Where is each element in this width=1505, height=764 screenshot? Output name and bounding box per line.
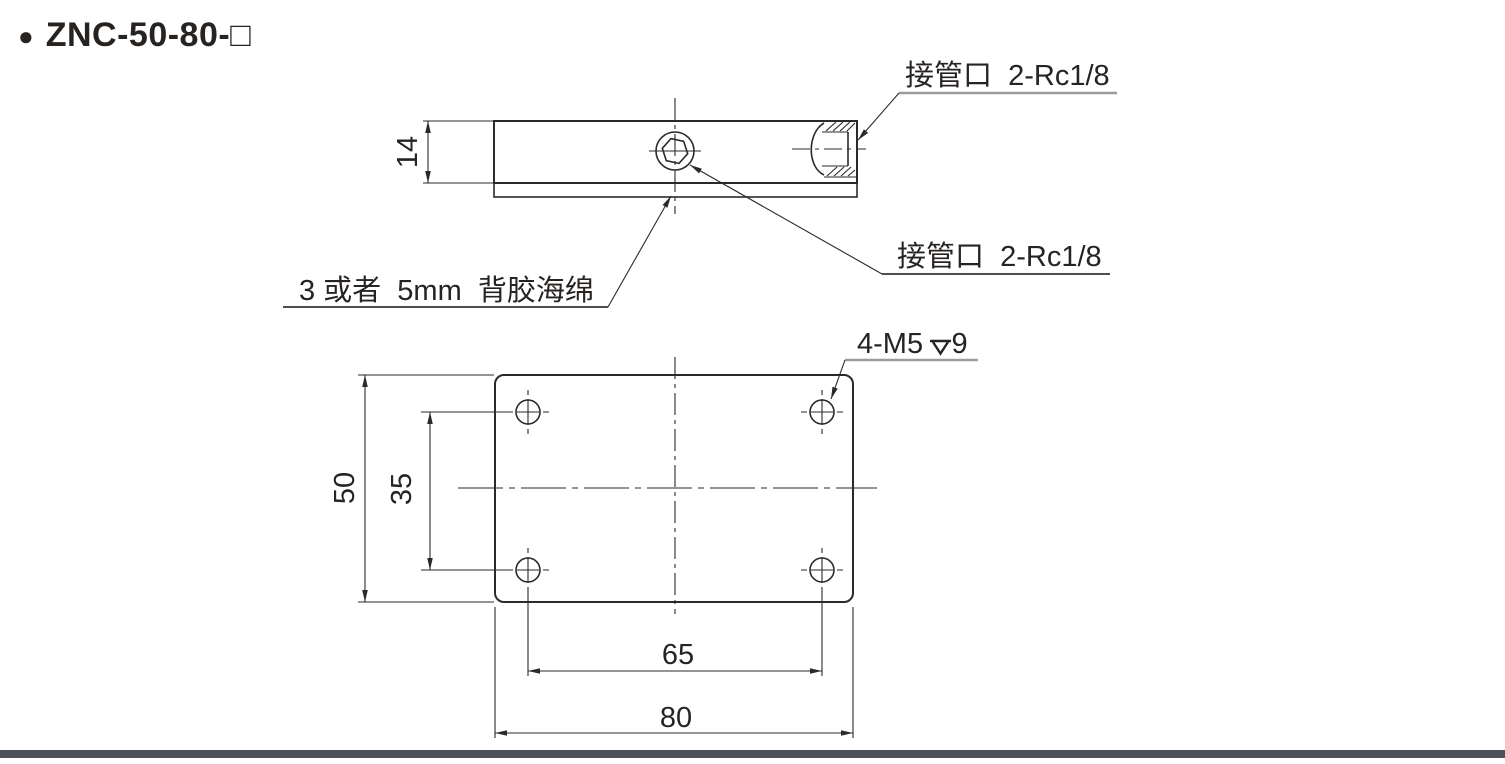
thread-depth-text: 9 — [952, 328, 968, 360]
hatch-lines — [825, 121, 856, 177]
port-label-bottom: 接管口 2-Rc1/8 — [897, 240, 1102, 273]
header: ● ZNC-50-80-□ — [18, 16, 251, 55]
depth-symbol-icon — [930, 339, 951, 356]
sponge-callout: 3 或者 5mm 背胶海绵 — [283, 195, 672, 308]
dimension-80: 80 — [494, 607, 854, 738]
dimension-14: 14 — [392, 120, 494, 184]
mounting-hole-top-right — [801, 390, 843, 434]
port-mouth-arc — [810, 122, 825, 176]
thread-callout-text: 4-M5 — [857, 328, 923, 360]
footer-bar — [0, 750, 1505, 758]
port-label-top: 接管口 2-Rc1/8 — [905, 59, 1110, 92]
thread-callout: 4-M5 9 — [830, 328, 978, 400]
port-section — [792, 121, 866, 178]
dim-50-text: 50 — [329, 472, 361, 504]
dimension-35: 35 — [386, 411, 512, 571]
sponge-label: 3 或者 5mm 背胶海绵 — [299, 274, 594, 307]
mounting-hole-bottom-left — [507, 548, 549, 592]
dim-80-text: 80 — [660, 702, 692, 734]
dim-14-text: 14 — [392, 136, 424, 168]
side-view: 14 接管口 2-Rc1/8 接管口 2-Rc1/8 — [283, 59, 1117, 308]
dimension-50: 50 — [329, 374, 494, 603]
port-callout-bottom: 接管口 2-Rc1/8 — [689, 164, 1110, 275]
dimension-65: 65 — [527, 592, 823, 676]
port-callout-top: 接管口 2-Rc1/8 — [857, 59, 1117, 141]
hex-socket-screw-icon — [649, 131, 701, 171]
page-title: ZNC-50-80-□ — [45, 16, 252, 54]
bullet-icon: ● — [18, 20, 34, 51]
dim-65-text: 65 — [662, 639, 694, 671]
leader-line — [689, 164, 883, 275]
mounting-hole-top-left — [507, 390, 549, 434]
mounting-hole-bottom-right — [801, 548, 843, 592]
bottom-view: 50 35 65 — [329, 328, 978, 738]
leader-line — [607, 195, 672, 308]
dim-35-text: 35 — [386, 473, 418, 505]
